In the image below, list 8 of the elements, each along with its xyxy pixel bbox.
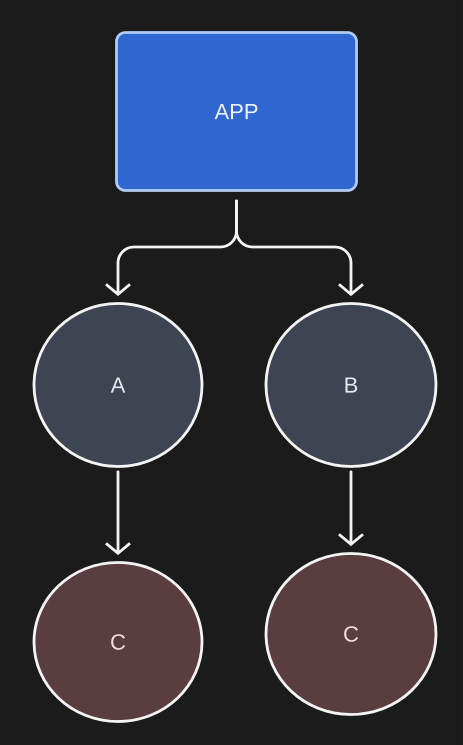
circle-node: C (264, 552, 438, 716)
arrow (105, 470, 131, 556)
circle-node: C (32, 561, 204, 723)
arrow (338, 470, 364, 546)
circle-node: A (32, 302, 204, 468)
app-box: APP (115, 31, 358, 192)
arrow (235, 200, 364, 296)
circle-node: B (264, 302, 438, 468)
